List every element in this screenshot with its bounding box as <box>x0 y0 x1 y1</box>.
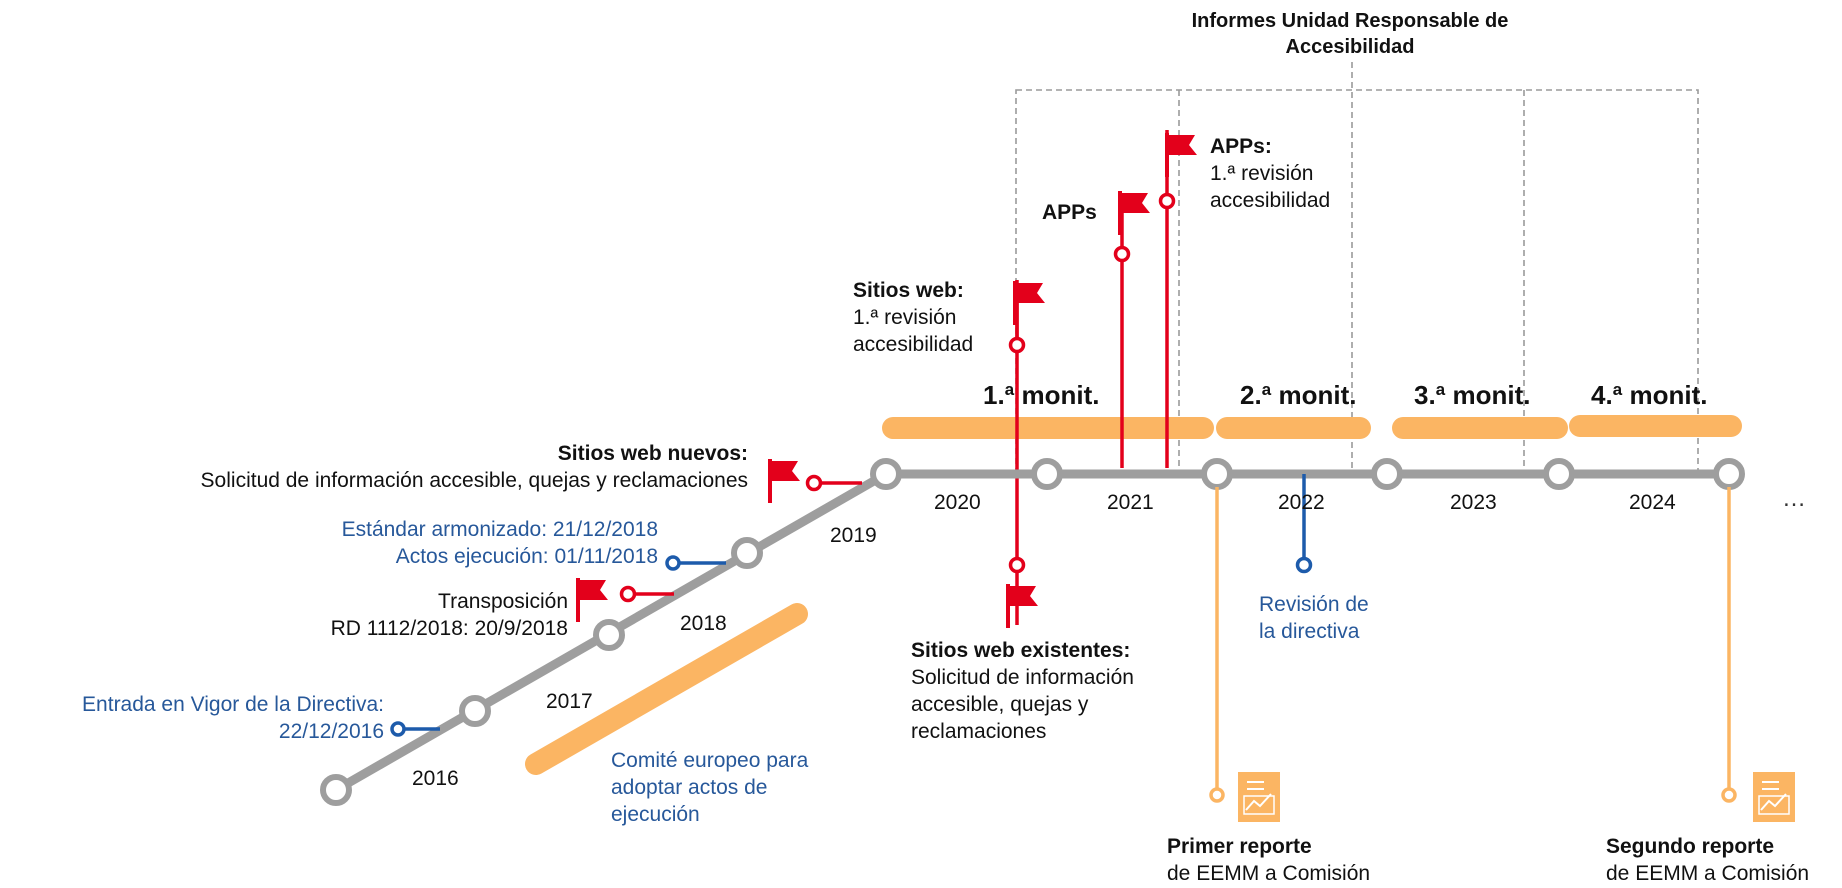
apps-revision-label: APPs: 1.ª revisión accesibilidad <box>1210 133 1330 214</box>
title-line-2: Accesibilidad <box>1285 36 1415 58</box>
sitios-web-title: Sitios web: <box>853 279 964 302</box>
year-nodes <box>320 458 1745 806</box>
year-label: 2020 <box>934 491 981 514</box>
apps-label: APPs <box>1042 199 1097 226</box>
monitoring-dashed-frame <box>1015 62 1699 476</box>
timeline-continues: … <box>1782 485 1806 512</box>
sitios-existentes-label: Sitios web existentes: Solicitud de info… <box>911 637 1134 745</box>
apps-revision-line-2: accesibilidad <box>1210 189 1331 212</box>
transposicion-line-2: RD 1112/2018: 20/9/2018 <box>330 617 568 640</box>
sitios-web-nuevos-label: Sitios web nuevos: Solicitud de informac… <box>80 440 748 494</box>
red-connectors <box>619 192 1176 603</box>
monit-label-1: 1.ª monit. <box>983 380 1100 410</box>
estandar-actos-label: Estándar armonizado: 21/12/2018 Actos ej… <box>250 516 658 570</box>
comite-bar <box>525 603 808 775</box>
sitios-web-revision-label: Sitios web: 1.ª revisión accesibilidad <box>853 277 973 358</box>
blue-connectors <box>390 474 1313 737</box>
apps-revision-line-1: 1.ª revisión <box>1210 162 1314 185</box>
sitios-web-line-2: accesibilidad <box>853 333 974 356</box>
reporte1-text: de EEMM a Comisión <box>1167 862 1371 885</box>
flag-icon <box>1013 281 1045 325</box>
monit-label-3: 3.ª monit. <box>1414 380 1531 410</box>
flag-icons <box>576 133 1197 628</box>
actos-text: Actos ejecución: 01/11/2018 <box>395 545 658 568</box>
flag-icon <box>576 578 608 622</box>
comite-line-2: adoptar actos de <box>611 776 768 799</box>
entrada-vigor-label: Entrada en Vigor de la Directiva: 22/12/… <box>4 691 384 745</box>
flag-icon <box>1165 133 1197 177</box>
comite-line-3: ejecución <box>611 803 700 826</box>
revision-line-2: la directiva <box>1259 620 1360 643</box>
report-icon <box>1753 772 1795 822</box>
monit-label-4: 4.ª monit. <box>1591 380 1708 410</box>
year-label: 2022 <box>1278 491 1325 514</box>
existentes-line-2: accesible, quejas y <box>911 693 1089 716</box>
segundo-reporte-label: Segundo reporte de EEMM a Comisión <box>1606 833 1809 887</box>
entrada-line-2: 22/12/2016 <box>278 720 384 743</box>
transposicion-label: Transposición RD 1112/2018: 20/9/2018 <box>300 588 568 642</box>
report-lines <box>1209 487 1737 803</box>
apps-title: APPs <box>1042 201 1097 224</box>
year-label: 2018 <box>680 612 727 635</box>
comite-line-1: Comité europeo para <box>611 749 809 772</box>
title-line-1: Informes Unidad Responsable de <box>1191 10 1509 32</box>
year-label: 2024 <box>1629 491 1676 514</box>
year-label: 2017 <box>546 690 593 713</box>
monit-label-2: 2.ª monit. <box>1240 380 1357 410</box>
year-label: 2021 <box>1107 491 1154 514</box>
diagram-title: Informes Unidad Responsable de Accesibil… <box>1150 8 1550 60</box>
existentes-line-3: reclamaciones <box>911 720 1047 743</box>
reporte2-text: de EEMM a Comisión <box>1606 862 1810 885</box>
reporte1-title: Primer reporte <box>1167 835 1312 858</box>
report-icon <box>1238 772 1280 822</box>
primer-reporte-label: Primer reporte de EEMM a Comisión <box>1167 833 1370 887</box>
reporte2-title: Segundo reporte <box>1606 835 1775 858</box>
revision-line-1: Revisión de <box>1259 593 1369 616</box>
apps-revision-title: APPs: <box>1210 135 1272 158</box>
revision-directiva-label: Revisión de la directiva <box>1259 591 1369 645</box>
year-label: 2016 <box>412 767 459 790</box>
flag-icon <box>1118 191 1150 235</box>
transposicion-line-1: Transposición <box>438 590 568 613</box>
sitios-web-line-1: 1.ª revisión <box>853 306 957 329</box>
comite-label: Comité europeo para adoptar actos de eje… <box>611 747 808 828</box>
sitios-nuevos-title: Sitios web nuevos: <box>557 442 748 465</box>
existentes-title: Sitios web existentes: <box>911 639 1131 662</box>
flag-icon <box>768 459 800 503</box>
year-label: 2019 <box>830 524 877 547</box>
entrada-line-1: Entrada en Vigor de la Directiva: <box>82 693 384 716</box>
year-label: 2023 <box>1450 491 1497 514</box>
sitios-nuevos-text: Solicitud de información accesible, quej… <box>200 469 748 492</box>
monitoring-bars <box>882 415 1742 439</box>
existentes-line-1: Solicitud de información <box>911 666 1134 689</box>
flag-icon <box>1006 584 1038 628</box>
estandar-text: Estándar armonizado: 21/12/2018 <box>341 518 658 541</box>
